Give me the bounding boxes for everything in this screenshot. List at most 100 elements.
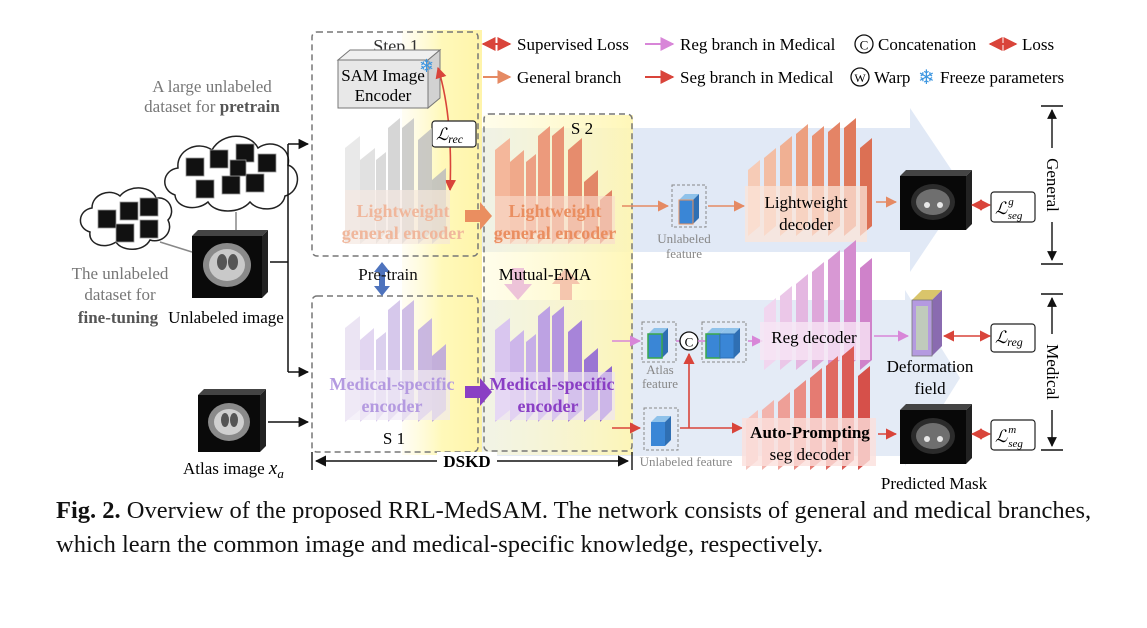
stage1-lightweight-encoder — [345, 118, 450, 244]
deformation-field — [911, 290, 942, 357]
ap-decoder-label-2: seg decoder — [770, 445, 851, 464]
large-unlabeled-label-2: dataset for — [144, 97, 216, 116]
dskd-bracket: DSKD — [311, 452, 633, 471]
loss-seg-m-sub: seg — [1008, 438, 1023, 450]
legend-loss: Loss — [1022, 35, 1054, 54]
svg-text:C: C — [860, 38, 869, 53]
legend-general-branch: General branch — [517, 68, 622, 87]
stage1-medical-encoder — [345, 300, 450, 422]
sam-image-encoder-block: SAM Image Encoder ❄ — [336, 48, 442, 110]
legend-seg-branch: Seg branch in Medical — [680, 68, 834, 87]
s2-lw-encoder-label-2: general encoder — [494, 223, 616, 243]
step1-content: Step 1 SAM Image Encoder ❄ ℒrec Light — [330, 36, 477, 448]
legend-warp: Warp — [874, 68, 910, 87]
s1-to-s2-general-arrow — [465, 202, 492, 230]
s1-lw-encoder-label-2: general encoder — [342, 223, 464, 243]
svg-text:ℒrec: ℒrec — [436, 125, 464, 146]
sam-freeze-icon: ❄ — [419, 56, 434, 76]
caption-text: Overview of the proposed RRL-MedSAM. The… — [56, 497, 1092, 558]
s1-med-encoder-label-2: encoder — [362, 396, 423, 416]
lrec-symbol: ℒ — [436, 125, 449, 144]
atlas-feature-cube — [647, 328, 668, 359]
atlas-feature-label-1: Atlas — [646, 362, 673, 377]
figure-caption: Fig. 2. Overview of the proposed RRL-Med… — [56, 494, 1096, 562]
atlas-image-label: Atlas image — [183, 459, 265, 478]
large-unlabeled-label-1: A large unlabeled — [152, 77, 272, 96]
concatenation-icon — [854, 34, 874, 54]
unlabeled-feature-top-1: Unlabeled — [657, 231, 711, 246]
stage2-content: S 2 Lightweight general encoder Mutual-E… — [490, 119, 616, 422]
caption-fig-label: Fig. 2. — [56, 497, 121, 524]
unlabeled-ft-label-1: The unlabeled — [72, 264, 169, 283]
unlabeled-ft-label-bold: fine-tuning — [78, 308, 159, 327]
svg-text:ℒreg: ℒreg — [995, 328, 1023, 349]
general-segmentation-output — [900, 170, 972, 230]
loss-seg-m-symbol: ℒ — [995, 427, 1008, 446]
mutual-ema-up-arrow — [552, 268, 580, 300]
loss-reg-box — [990, 323, 1036, 353]
unlabeled-ft-label-2: dataset for — [84, 285, 156, 304]
loss-seg-g-sub: seg — [1008, 210, 1023, 222]
s2-med-encoder-label-1: Medical-specific — [490, 374, 615, 394]
stage2-lightweight-encoder — [495, 126, 615, 244]
stage2-medical-encoder — [495, 306, 615, 422]
unlabeled-image — [192, 230, 268, 298]
concatenated-feature-cubes — [705, 328, 740, 359]
atlas-symbol: x — [268, 458, 278, 479]
general-branch-right: Unlabeled feature Lightweight decoder — [622, 118, 1036, 261]
unlabeled-feature-cube-bottom — [651, 416, 671, 446]
s1-med-encoder-label-1: Medical-specific — [330, 374, 455, 394]
s1-to-s2-medical-arrow — [465, 378, 492, 406]
brain-thumbnails-pretrain — [185, 143, 277, 199]
auto-prompting-decoder-block — [742, 346, 876, 470]
loss-seg-m-sup: m — [1008, 424, 1016, 436]
lw-decoder-label-1: Lightweight — [764, 193, 847, 212]
mutual-ema-down-arrow — [504, 268, 532, 300]
medical-side-label: Medical — [1043, 344, 1062, 400]
large-unlabeled-label-bold: pretrain — [220, 97, 281, 116]
loss-seg-g-box — [990, 191, 1036, 223]
atlas-image — [198, 389, 266, 452]
medical-branch-right: Atlas feature C Reg decoder — [612, 240, 1036, 490]
legend-concatenation: Concatenation — [878, 35, 977, 54]
loss-seg-m-box — [990, 419, 1036, 451]
unlabeled-image-label: Unlabeled image — [168, 308, 284, 327]
pretrain-arrow — [374, 262, 390, 296]
s2-lw-encoder-label-1: Lightweight — [508, 201, 601, 221]
reg-decoder-block — [760, 240, 872, 370]
legend-freeze: Freeze parameters — [940, 68, 1064, 87]
lw-decoder-label-2: decoder — [779, 215, 833, 234]
s1-label: S 1 — [383, 429, 405, 448]
s2-label: S 2 — [571, 119, 593, 138]
legend-supervised-loss: Supervised Loss — [517, 35, 629, 54]
loss-reg-sub: reg — [1007, 335, 1023, 349]
lightweight-decoder-block — [745, 118, 872, 242]
brain-thumbnails-finetune — [97, 197, 159, 243]
overview-figure: Supervised Loss Reg branch in Medical C … — [72, 30, 1064, 490]
s1-lw-encoder-label-1: Lightweight — [356, 201, 449, 221]
svg-text:W: W — [854, 71, 866, 85]
deformation-label-2: field — [914, 379, 946, 398]
deformation-label-1: Deformation — [887, 357, 974, 376]
concat-node-symbol: C — [685, 335, 694, 350]
legend-reg-branch: Reg branch in Medical — [680, 35, 836, 54]
snowflake-icon: ❄ — [918, 67, 935, 89]
pretrain-label: Pre-train — [358, 265, 418, 284]
predicted-mask-label: Predicted Mask — [881, 474, 988, 490]
unlabeled-feature-bottom-label: Unlabeled feature — [640, 454, 733, 469]
left-inputs: A large unlabeled dataset for pretrain T… — [72, 77, 310, 481]
step1-box — [311, 31, 479, 257]
atlas-symbol-sub: a — [277, 466, 284, 481]
sam-label-2: Encoder — [355, 86, 412, 105]
general-side-label: General — [1043, 158, 1062, 212]
svg-text:dataset for pret: dataset for pretrain — [144, 97, 280, 116]
unlabeled-feature-cube-top — [678, 194, 699, 225]
reg-decoder-label: Reg decoder — [771, 328, 857, 347]
predicted-mask-output — [900, 404, 972, 464]
svg-text:Atlas image xa: Atlas image xa — [183, 458, 284, 481]
s1-box — [311, 295, 479, 453]
warp-icon — [850, 67, 870, 87]
legend: Supervised Loss Reg branch in Medical C … — [481, 34, 1064, 89]
